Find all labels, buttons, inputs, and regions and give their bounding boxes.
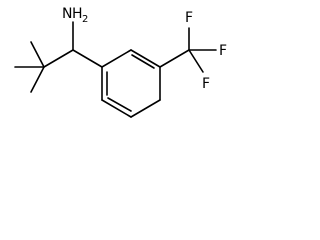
amine-nitrogen-label: N xyxy=(62,6,72,22)
ring-bond-4 xyxy=(130,99,161,118)
ring-double-bond-top xyxy=(131,54,155,69)
ring-bond-1 xyxy=(101,49,132,68)
bond-quaternary-to-ch xyxy=(43,49,74,68)
amine-hydrogen-count: 2 xyxy=(82,14,88,25)
bond-ch-to-ring xyxy=(72,49,103,68)
fluorine-label-right: F xyxy=(219,43,227,59)
bond-ring-to-cf3 xyxy=(159,49,190,68)
fluorine-label-bottom: F xyxy=(202,76,210,92)
ring-bond-2 xyxy=(130,49,161,68)
structure-canvas: N H 2 F F F xyxy=(0,0,252,131)
bond-methyl-down xyxy=(30,66,45,93)
molecule-structure: N H 2 F F F xyxy=(14,6,227,118)
bond-c-to-f-bottom xyxy=(188,49,204,73)
ring-double-bond-bottom xyxy=(107,97,132,112)
amine-hydrogen-label: H xyxy=(72,6,83,22)
bond-methyl-up xyxy=(30,41,45,68)
ring-bond-5 xyxy=(101,99,132,118)
fluorine-label-top: F xyxy=(185,10,193,26)
